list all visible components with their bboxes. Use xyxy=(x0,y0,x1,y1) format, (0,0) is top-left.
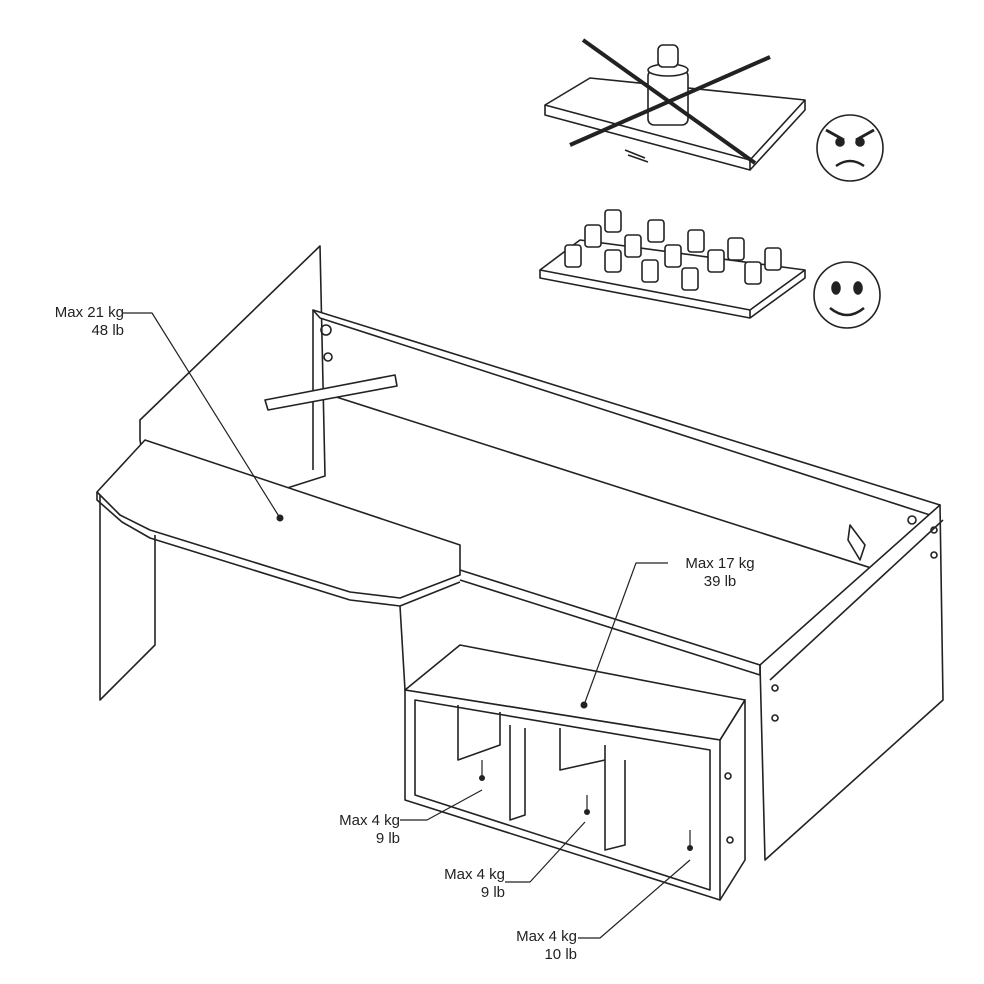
cubby-right-load-kg: Max 4 kg xyxy=(516,928,577,945)
desk-load-kg: Max 21 kg xyxy=(54,304,124,321)
shelf-top-load-kg: Max 17 kg xyxy=(685,555,755,572)
cubby-left-load-lb: 9 lb xyxy=(375,830,400,847)
distributed-weights-icon xyxy=(539,209,806,319)
desk-load-label: Max 21 kg 48 lb xyxy=(20,304,124,340)
cubby-middle-load-label: Max 4 kg 9 lb xyxy=(405,866,505,902)
desk-leg xyxy=(99,495,156,701)
angry-face-icon xyxy=(816,114,884,182)
cubby-middle-load-kg: Max 4 kg xyxy=(444,866,505,883)
shelf-top-load-lb: 39 lb xyxy=(703,573,737,590)
happy-face-icon xyxy=(813,261,881,329)
cubby-left-load-label: Max 4 kg 9 lb xyxy=(300,812,400,848)
cubby-right-load-label: Max 4 kg 10 lb xyxy=(477,928,577,964)
back-rail xyxy=(312,309,941,516)
foot-panel xyxy=(759,504,944,861)
leader-lines xyxy=(122,312,691,939)
concentrated-weight-crossed-icon xyxy=(544,38,806,171)
cubby-middle-load-lb: 9 lb xyxy=(480,884,505,901)
storage-unit xyxy=(404,644,746,901)
shelf-top-load-label: Max 17 kg 39 lb xyxy=(670,555,770,591)
desk-load-lb: 48 lb xyxy=(91,322,124,339)
cubby-left-load-kg: Max 4 kg xyxy=(339,812,400,829)
cubby-right-load-lb: 10 lb xyxy=(544,946,577,963)
